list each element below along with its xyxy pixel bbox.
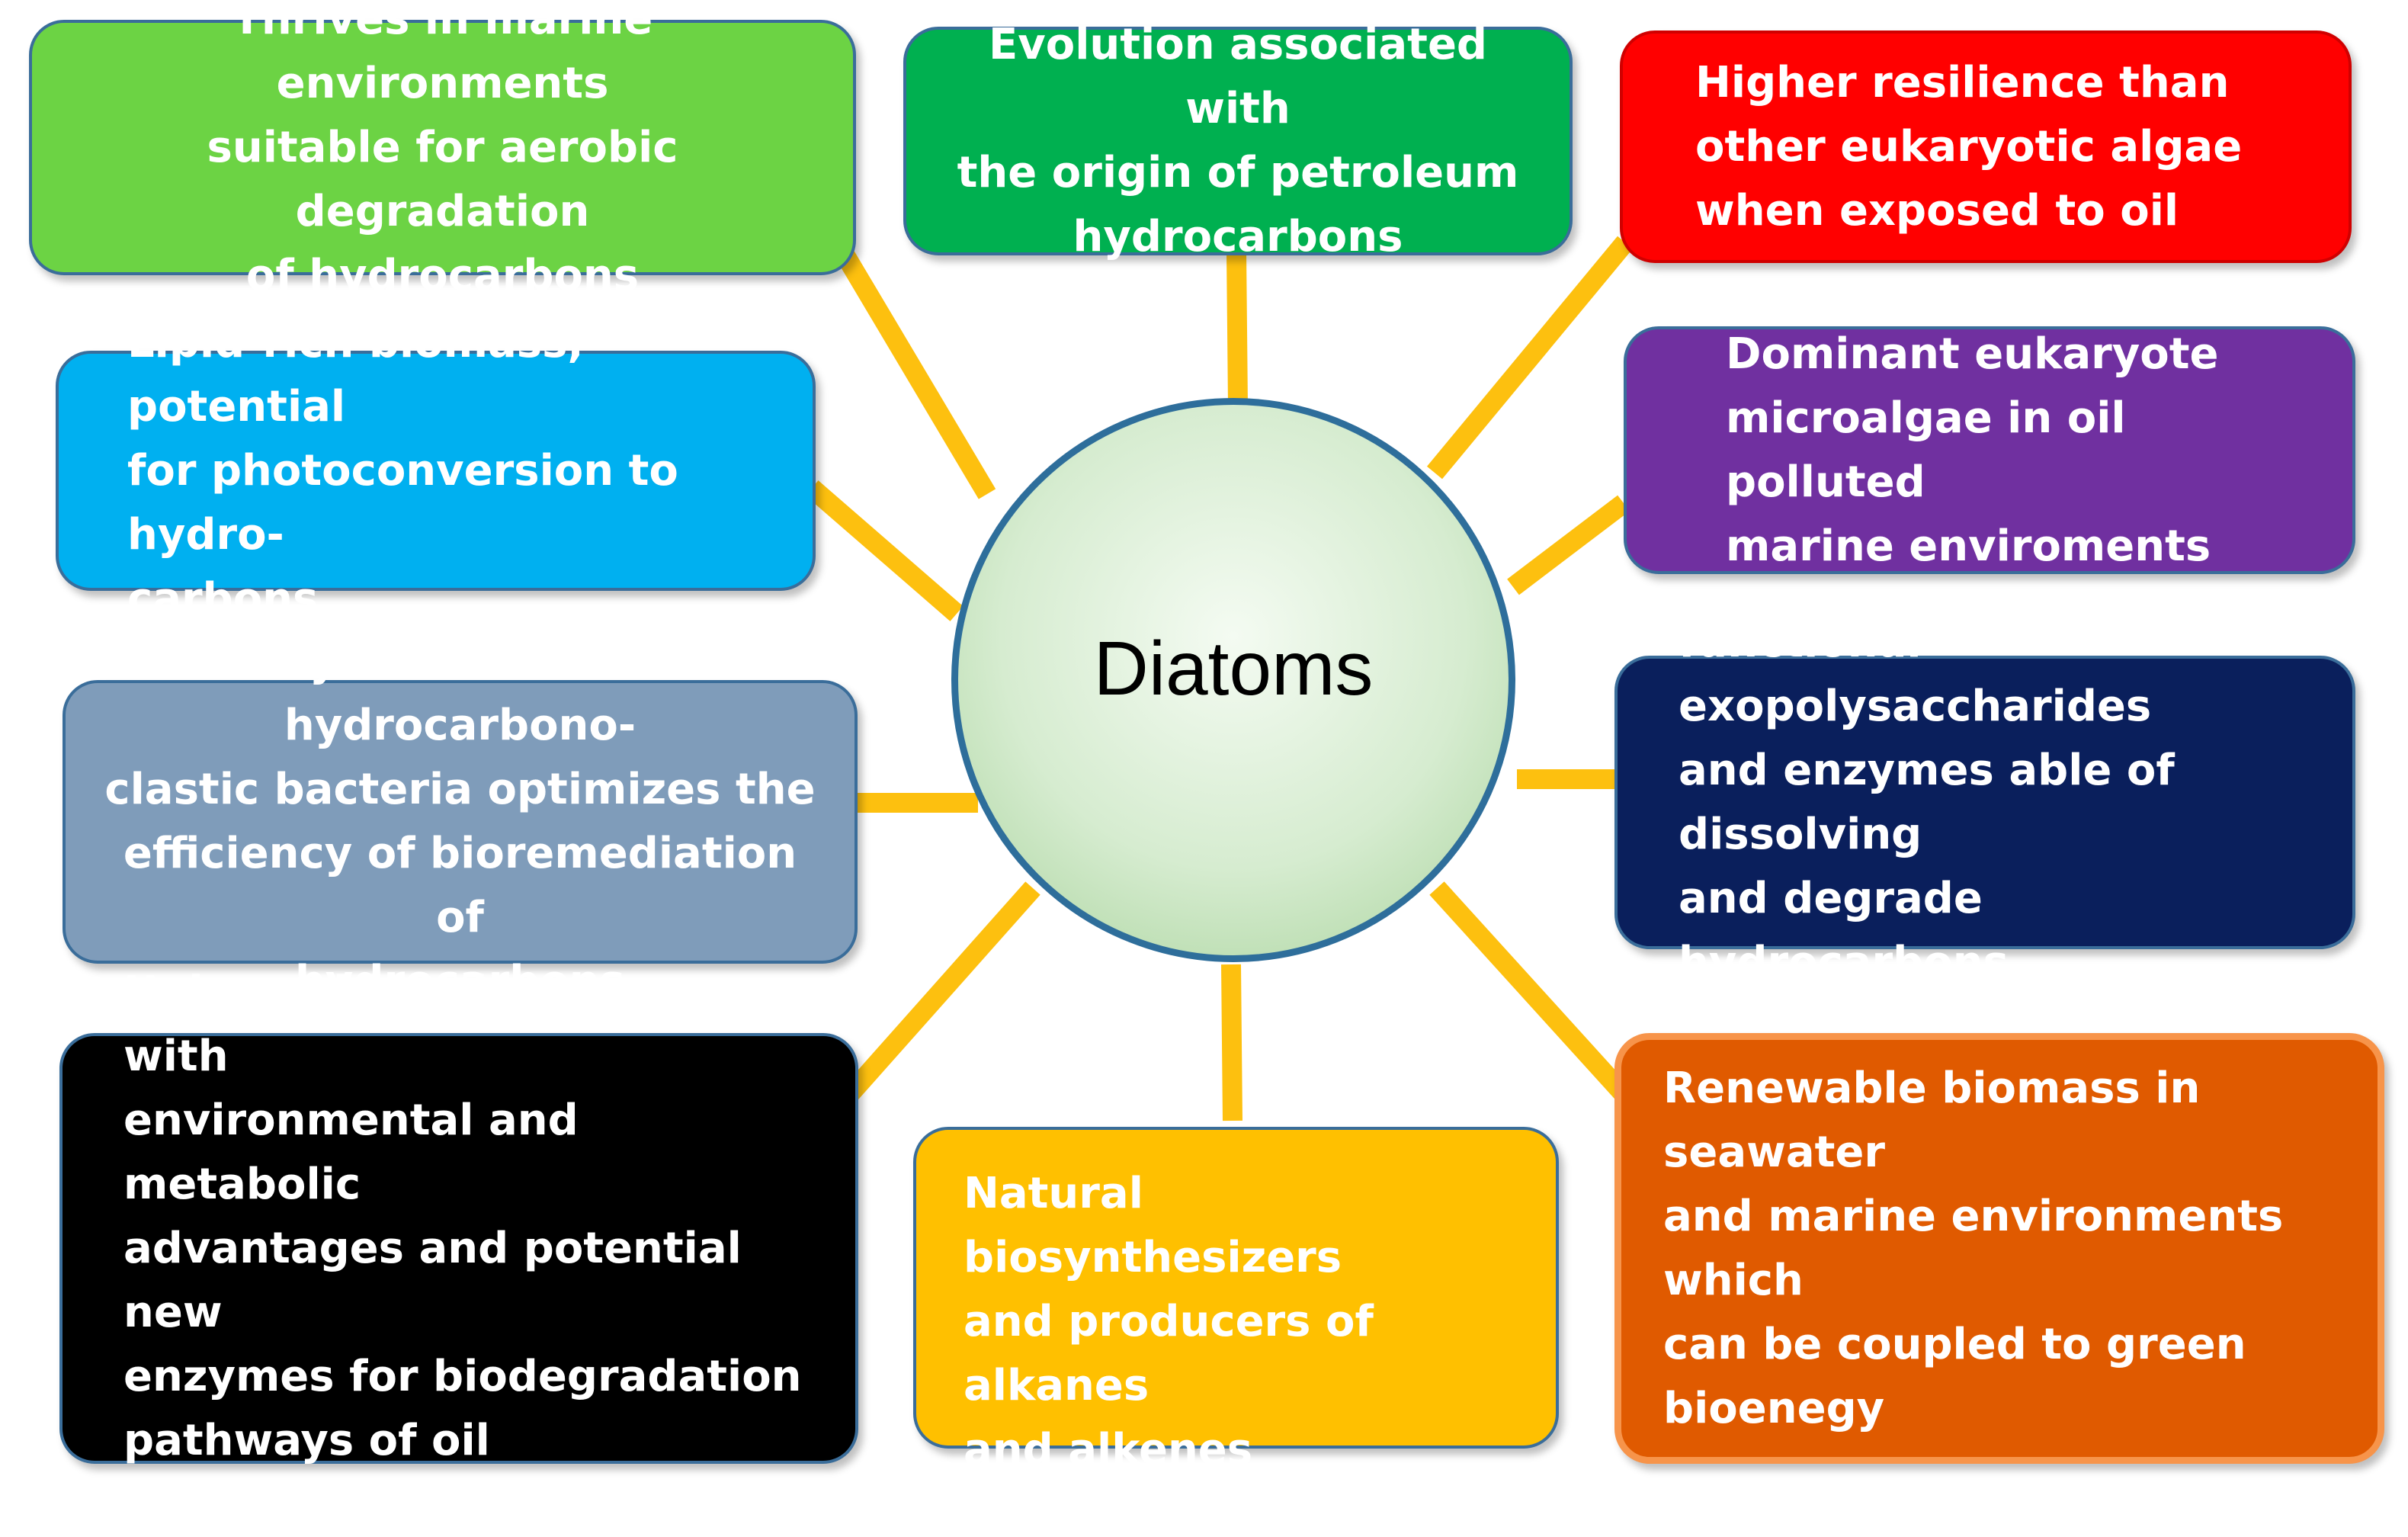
box-symbiosis-text: Symbiosis with hydrocarbono- clastic bac…: [104, 637, 816, 1006]
box-resilience: Higher resilience than other eukaryotic …: [1620, 30, 2352, 263]
box-lipid-biomass: Lipid-rich biomass, potential for photoc…: [56, 318, 816, 624]
box-resilience-text: Higher resilience than other eukaryotic …: [1695, 57, 2243, 236]
box-petroleum-origin-text: Evolution associated with the origin of …: [957, 20, 1519, 262]
box-renewable-biomass-text: Renewable biomass in seawater and marine…: [1663, 1063, 2284, 1433]
box-chimeric-genome-text: Unique chimeric genome with environmenta…: [123, 967, 802, 1529]
connector-chimeric-genome: [842, 881, 1040, 1101]
box-exopolysaccharides: functional exopolysaccharides and enzyme…: [1614, 618, 2355, 987]
connector-renewable-biomass: [1429, 881, 1631, 1101]
connector-resilience: [1426, 236, 1634, 480]
box-lipid-biomass-text: Lipid-rich biomass, potential for photoc…: [127, 317, 678, 624]
connector-dominant-eukaryote: [1507, 495, 1630, 595]
box-dominant-eukaryote: Dominant eukaryote microalgae in oil pol…: [1624, 326, 2355, 574]
box-petroleum-origin: Evolution associated with the origin of …: [903, 20, 1573, 262]
box-marine-aerobic-text: Thrives in marine environments suitable …: [207, 0, 678, 300]
box-chimeric-genome: Unique chimeric genome with environmenta…: [59, 967, 858, 1529]
box-marine-aerobic: Thrives in marine environments suitable …: [29, 0, 856, 300]
center-label: Diatoms: [1093, 625, 1374, 711]
box-biosynthesizers: Natural biosynthesizers and producers of…: [913, 1127, 1559, 1474]
connector-lipid-biomass: [805, 480, 964, 621]
connector-lines: [805, 236, 1634, 1121]
diatoms-center-circle: Diatoms: [951, 398, 1515, 962]
connector-petroleum-origin: [1226, 251, 1248, 406]
box-biosynthesizers-text: Natural biosynthesizers and producers of…: [964, 1169, 1374, 1474]
connector-marine-aerobic: [829, 239, 996, 499]
box-dominant-eukaryote-text: Dominant eukaryote microalgae in oil pol…: [1726, 329, 2219, 571]
box-exopolysaccharides-text: functional exopolysaccharides and enzyme…: [1679, 617, 2175, 987]
connector-biosynthesizers: [1221, 964, 1242, 1121]
box-renewable-biomass: Renewable biomass in seawater and marine…: [1614, 1033, 2384, 1464]
box-symbiosis: Symbiosis with hydrocarbono- clastic bac…: [63, 637, 858, 1006]
